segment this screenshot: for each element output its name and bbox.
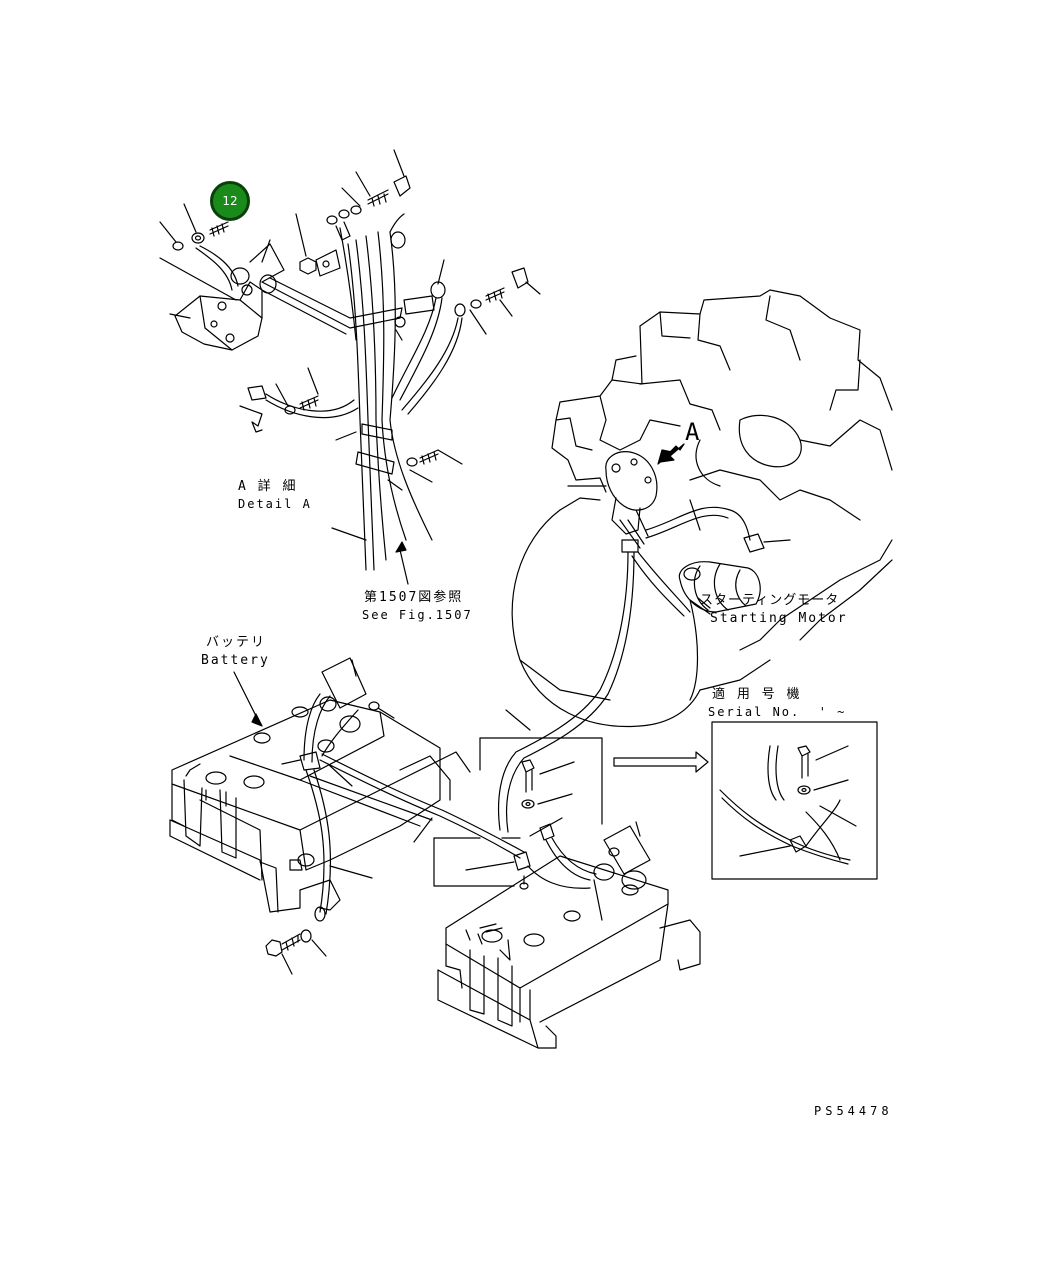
battery-cable <box>320 760 520 858</box>
starting-motor <box>679 562 760 612</box>
detail-a-label-jp: A 詳 細 <box>238 479 298 494</box>
see-fig-label-en: See Fig.1507 <box>362 608 473 622</box>
view-a-letter: A <box>685 418 700 446</box>
drawing-number: PS54478 <box>814 1104 893 1118</box>
starting-motor-label-jp: スターティングモータ <box>700 593 840 608</box>
battery-left <box>170 658 524 974</box>
engine-outline <box>556 290 892 420</box>
starting-motor-label-en: Starting Motor <box>710 611 848 626</box>
harness-bundle <box>348 244 366 570</box>
engine-group <box>499 290 892 832</box>
callout-number: 12 <box>222 194 238 208</box>
serial-label-en: Serial No. ' ~ <box>708 705 847 719</box>
relay-body <box>175 296 262 350</box>
battery-label-jp: バッテリ <box>206 635 267 650</box>
serial-arrow <box>614 752 708 772</box>
serial-label-jp: 適 用 号 機 <box>712 687 802 702</box>
callout-12[interactable]: 12 <box>210 181 250 221</box>
battery-label-en: Battery <box>201 653 270 668</box>
see-fig-label-jp: 第1507図参照 <box>364 590 464 605</box>
serial-inset <box>712 722 877 879</box>
detail-a-label-en: Detail A <box>238 497 312 511</box>
battery-right <box>434 738 700 1048</box>
detail-a-group <box>160 150 540 584</box>
